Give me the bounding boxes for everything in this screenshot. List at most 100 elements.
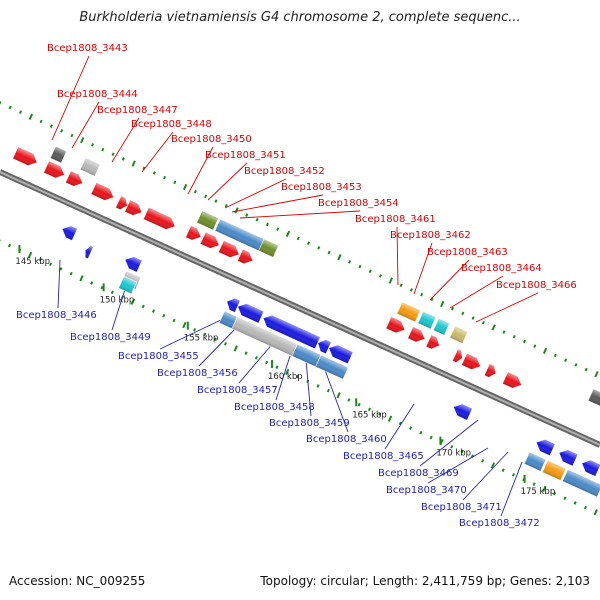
tick-dot [357, 402, 361, 407]
tick-dot [59, 267, 63, 271]
tick-dot [38, 257, 42, 262]
tick-dot [460, 449, 464, 454]
gene-label-plus[interactable]: Bcep1808_3450 [171, 134, 252, 145]
gene-label-plus[interactable]: Bcep1808_3463 [427, 247, 508, 258]
gene-feature[interactable] [43, 160, 68, 181]
gene-features [12, 145, 600, 498]
gene-label-minus[interactable]: Bcep1808_3459 [269, 418, 350, 429]
gene-label-plus[interactable]: Bcep1808_3453 [281, 182, 362, 193]
gene-label-plus[interactable]: Bcep1808_3451 [205, 150, 286, 161]
gene-label-plus[interactable]: Bcep1808_3443 [47, 43, 128, 54]
gene-label-minus[interactable]: Bcep1808_3456 [157, 368, 238, 379]
gene-label-minus[interactable]: Bcep1808_3465 [343, 451, 424, 462]
gene-feature[interactable] [83, 244, 94, 260]
gene-label-minus[interactable]: Bcep1808_3449 [70, 332, 151, 343]
gene-feature[interactable] [407, 326, 428, 344]
gene-feature[interactable] [449, 325, 469, 344]
gene-feature[interactable] [185, 225, 204, 243]
gene-feature[interactable] [523, 451, 547, 472]
gene-feature[interactable] [452, 348, 465, 364]
gene-feature[interactable] [542, 459, 567, 481]
tick-dot [162, 313, 166, 318]
gene-feature[interactable] [49, 145, 67, 164]
gene-feature[interactable] [533, 436, 556, 457]
gene-feature[interactable] [461, 352, 484, 372]
gene-feature[interactable] [315, 337, 332, 355]
backbone-highlight [0, 171, 600, 446]
gene-feature[interactable] [425, 334, 442, 352]
gene-feature[interactable] [12, 146, 40, 169]
gene-feature[interactable] [258, 238, 279, 258]
gene-feature[interactable] [235, 301, 265, 324]
gene-feature[interactable] [65, 170, 86, 189]
gene-feature[interactable] [433, 317, 451, 336]
tick-dot [101, 147, 105, 152]
gene-label-plus[interactable]: Bcep1808_3448 [131, 119, 212, 130]
leader-line [187, 146, 214, 195]
gene-feature[interactable] [218, 239, 242, 260]
gene-label-plus[interactable]: Bcep1808_3462 [390, 230, 471, 241]
tick-dot [223, 342, 228, 346]
tick-dot [0, 100, 2, 105]
tick-dot [233, 345, 238, 352]
gene-feature[interactable] [237, 248, 256, 267]
gene-feature[interactable] [587, 388, 600, 409]
gene-label-minus[interactable]: Bcep1808_3460 [306, 434, 387, 445]
gene-feature[interactable] [59, 223, 78, 241]
tick-dot [398, 421, 402, 426]
gene-feature[interactable] [79, 157, 101, 177]
gene-feature[interactable] [115, 195, 130, 212]
gene-label-plus[interactable]: Bcep1808_3452 [244, 166, 325, 177]
gene-feature[interactable] [451, 401, 473, 421]
tick-dot [532, 482, 536, 486]
gene-feature[interactable] [502, 371, 524, 391]
gene-label-minus[interactable]: Bcep1808_3457 [197, 385, 278, 396]
gene-label-plus[interactable]: Bcep1808_3464 [461, 263, 542, 274]
gene-feature[interactable] [396, 301, 421, 323]
gene-feature[interactable] [196, 210, 219, 231]
gene-feature[interactable] [562, 468, 600, 498]
gene-feature[interactable] [142, 206, 178, 232]
tick-dot [131, 160, 136, 167]
tick-dot [553, 491, 557, 496]
tick-dot [28, 113, 33, 120]
gene-feature[interactable] [199, 231, 222, 251]
tick-dot [265, 360, 269, 365]
tick-dot [204, 194, 208, 199]
leader-line [231, 194, 324, 213]
tick-dot [522, 339, 527, 344]
gene-feature[interactable] [579, 457, 600, 477]
gene-feature[interactable] [385, 316, 408, 336]
gene-feature[interactable] [417, 310, 437, 330]
gene-label-plus[interactable]: Bcep1808_3444 [57, 89, 138, 100]
tick-dot [348, 260, 352, 264]
gene-label-minus[interactable]: Bcep1808_3470 [386, 485, 467, 496]
gene-feature[interactable] [224, 296, 241, 313]
gene-label-minus[interactable]: Bcep1808_3472 [459, 518, 540, 529]
gene-feature[interactable] [315, 354, 349, 380]
gene-label-plus[interactable]: Bcep1808_3461 [355, 214, 436, 225]
gene-label-minus[interactable]: Bcep1808_3469 [378, 468, 459, 479]
gene-feature[interactable] [122, 254, 143, 273]
tick-dot [481, 459, 485, 463]
tick-dot [214, 199, 218, 203]
gene-label-plus[interactable]: Bcep1808_3454 [318, 198, 399, 209]
tick-dot [182, 183, 188, 191]
gene-label-plus[interactable]: Bcep1808_3447 [97, 105, 178, 116]
tick-dot [80, 137, 85, 144]
gene-label-minus[interactable]: Bcep1808_3455 [118, 351, 199, 362]
leader-line [305, 359, 312, 417]
gene-feature[interactable] [90, 181, 116, 203]
gene-feature[interactable] [483, 363, 498, 379]
gene-feature[interactable] [118, 275, 138, 295]
tick-dot [358, 264, 362, 269]
gene-feature[interactable] [326, 342, 354, 365]
gene-label-minus[interactable]: Bcep1808_3458 [234, 402, 315, 413]
gene-label-plus[interactable]: Bcep1808_3466 [496, 280, 577, 291]
gene-label-minus[interactable]: Bcep1808_3446 [16, 310, 97, 321]
gene-label-minus[interactable]: Bcep1808_3471 [421, 502, 502, 513]
scale-tick: 150 kbp [100, 283, 134, 305]
gene-feature[interactable] [556, 447, 579, 467]
gene-feature[interactable] [124, 199, 145, 218]
